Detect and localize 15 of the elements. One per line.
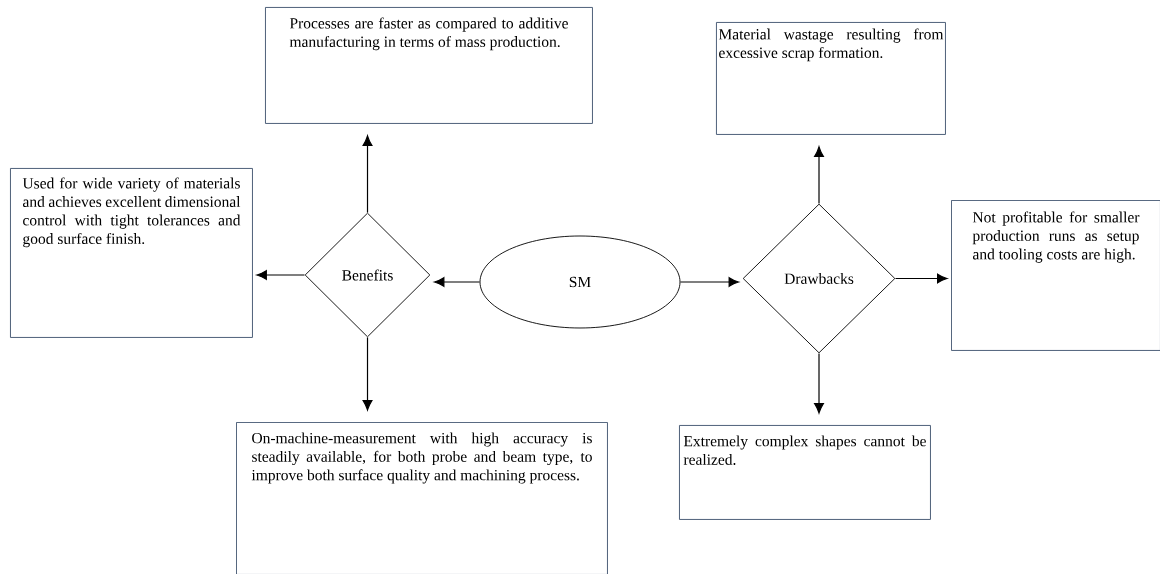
- arrow: [679, 277, 740, 287]
- text-box: Not profitable for smaller production runs as setup and tooling costs are high.: [951, 200, 1160, 351]
- arrow: [256, 270, 306, 280]
- text-box: Material wastage resulting from excessive scrap formation.: [716, 22, 946, 135]
- arrow: [362, 336, 373, 411]
- text-box: Processes are faster as compared to additive manufacturing in terms of mass production.: [265, 7, 593, 124]
- arrow: [814, 352, 824, 414]
- text-box: Used for wide variety of materials and achieves excellent dimensional control with tight tolerances and good surface finish.: [10, 168, 253, 338]
- text-box: Extremely complex shapes cannot be realized.: [679, 425, 931, 520]
- arrow: [814, 146, 824, 205]
- arrow: [433, 277, 481, 287]
- arrow: [362, 135, 373, 214]
- text-box: On-machine-measurement with high accuracy is steadily available, for both probe and beam type, to improve both surface quality and machining process.: [236, 422, 608, 574]
- arrow: [894, 273, 948, 284]
- ellipse-node: SM: [479, 235, 681, 329]
